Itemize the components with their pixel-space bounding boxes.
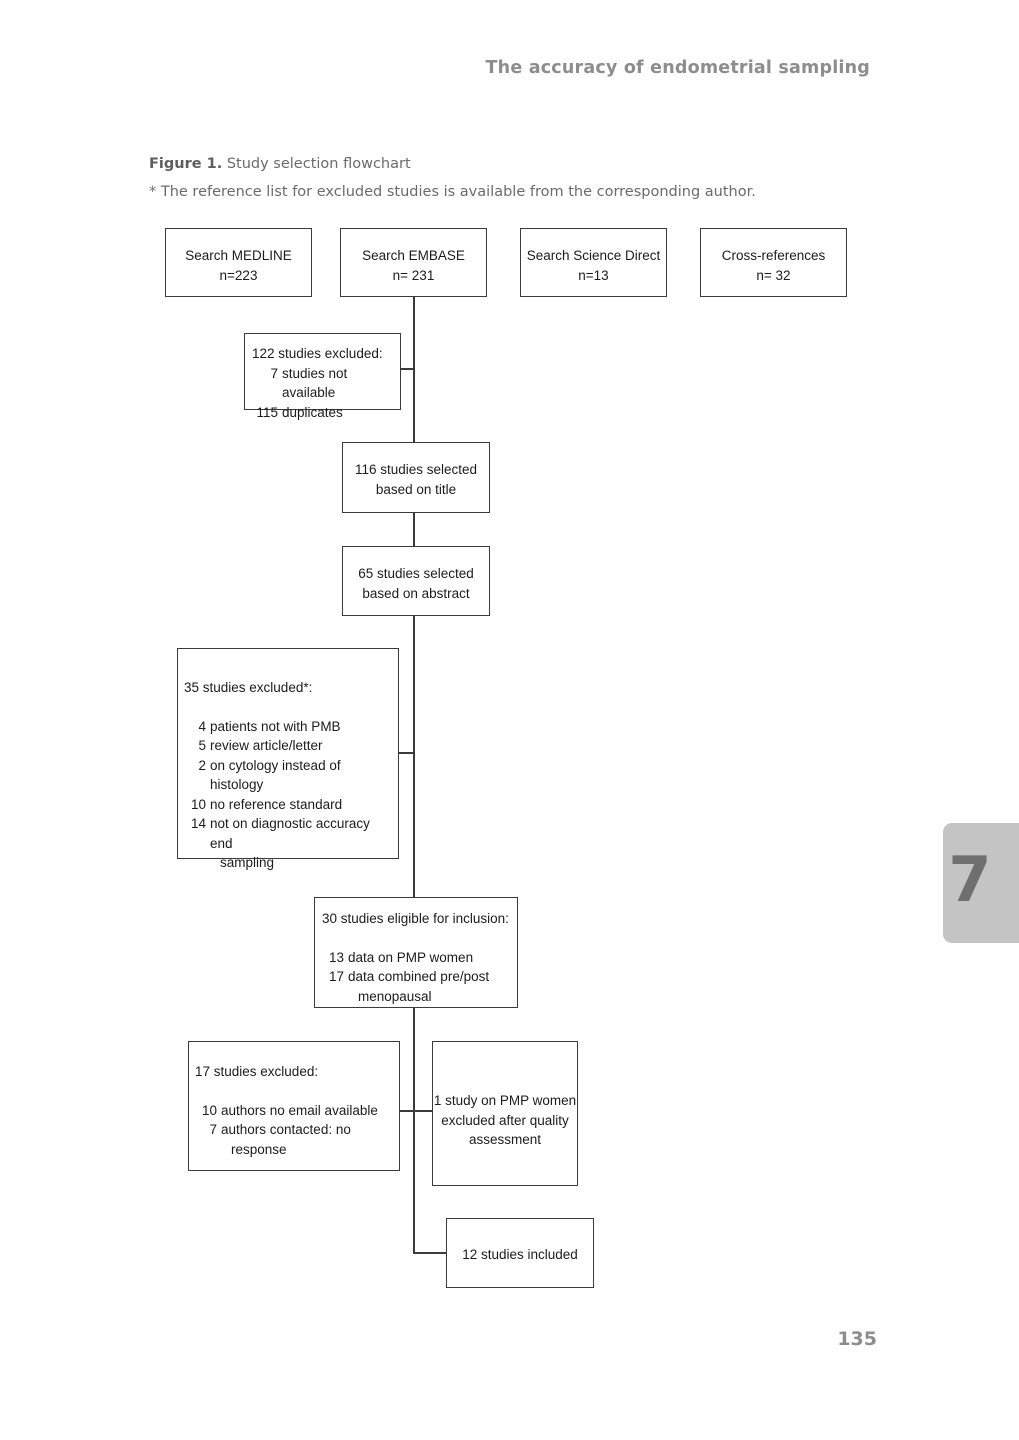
chapter-number: 7 <box>948 843 992 916</box>
excluded-header: 35 studies excluded*: <box>184 680 313 695</box>
connector-65-to-30 <box>413 616 415 897</box>
excluded-item: 7 authors contacted: no <box>209 1122 351 1137</box>
figure-title: Study selection flowchart <box>226 156 411 172</box>
source-count: n=13 <box>578 267 609 283</box>
source-name: Cross-references <box>721 248 826 263</box>
eligible-item: 17 data combined pre/post <box>328 969 490 984</box>
box-116-studies-selected: 116 studies selected based on title <box>342 442 490 513</box>
box-1-study-quality-excluded: 1 study on PMP women excluded after qual… <box>432 1041 578 1186</box>
excluded-item-continuation: sampling <box>220 855 275 870</box>
connector-116-to-65 <box>413 513 415 546</box>
box-search-science-direct: Search Science Direct n=13 <box>520 228 667 297</box>
connector-stub-35-excluded <box>398 752 415 754</box>
box-cross-references: Cross-references n= 32 <box>700 228 847 297</box>
box-65-studies-selected: 65 studies selected based on abstract <box>342 546 490 616</box>
box-35-studies-excluded: 35 studies excluded*: 4 patients not wit… <box>177 648 399 870</box>
excluded-item: 2 on cytology instead of histology <box>198 757 341 793</box>
source-name: Search EMBASE <box>362 248 465 263</box>
figure-label: Figure 1. <box>149 156 223 172</box>
connector-stub-122-excluded <box>400 368 415 370</box>
excluded-header: 122 studies excluded: <box>252 346 383 361</box>
source-name: Search Science Direct <box>526 248 661 263</box>
box-search-embase: Search EMBASE n= 231 <box>340 228 487 297</box>
excluded-item: 7 studies not available <box>270 365 348 401</box>
page-number: 135 <box>837 1328 877 1350</box>
excluded-item: 10 no reference standard <box>190 796 343 812</box>
excluded-item: 5 review article/letter <box>198 738 323 753</box>
box-search-medline: Search MEDLINE n=223 <box>165 228 312 297</box>
excluded-item: 10 authors no email available <box>201 1102 378 1118</box>
connector-stub-17-excluded <box>399 1110 415 1112</box>
excluded-item: 115 duplicates <box>256 404 343 420</box>
excluded-item: 14 not on diagnostic accuracy end <box>190 816 370 851</box>
connector-30-to-bottom <box>413 1008 415 1253</box>
eligible-item-continuation: menopausal <box>358 988 432 1004</box>
excluded-item-continuation: response <box>231 1141 287 1157</box>
source-name: Search MEDLINE <box>185 248 292 263</box>
source-count: n=223 <box>219 267 258 283</box>
connector-stub-12-included <box>413 1252 447 1254</box>
eligible-item: 13 data on PMP women <box>328 949 474 965</box>
connector-stub-quality-excluded <box>413 1110 433 1112</box>
source-count: n= 32 <box>756 267 791 283</box>
box-122-studies-excluded: 122 studies excluded: 7 studies not avai… <box>244 333 401 420</box>
eligible-header: 30 studies eligible for inclusion: <box>322 911 509 926</box>
excluded-header: 17 studies excluded: <box>195 1064 319 1079</box>
box-30-studies-eligible: 30 studies eligible for inclusion: 13 da… <box>314 897 518 1008</box>
box-12-studies-included: 12 studies included <box>446 1218 594 1288</box>
running-head: The accuracy of endometrial sampling <box>485 58 870 78</box>
figure-footnote: * The reference list for excluded studie… <box>149 184 756 200</box>
figure-caption: Figure 1. Study selection flowchart <box>149 156 411 172</box>
excluded-item: 4 patients not with PMB <box>198 718 341 734</box>
source-count: n= 231 <box>392 267 435 283</box>
box-17-studies-excluded: 17 studies excluded: 10 authors no email… <box>188 1041 400 1171</box>
chapter-tab: 7 <box>943 823 1019 943</box>
